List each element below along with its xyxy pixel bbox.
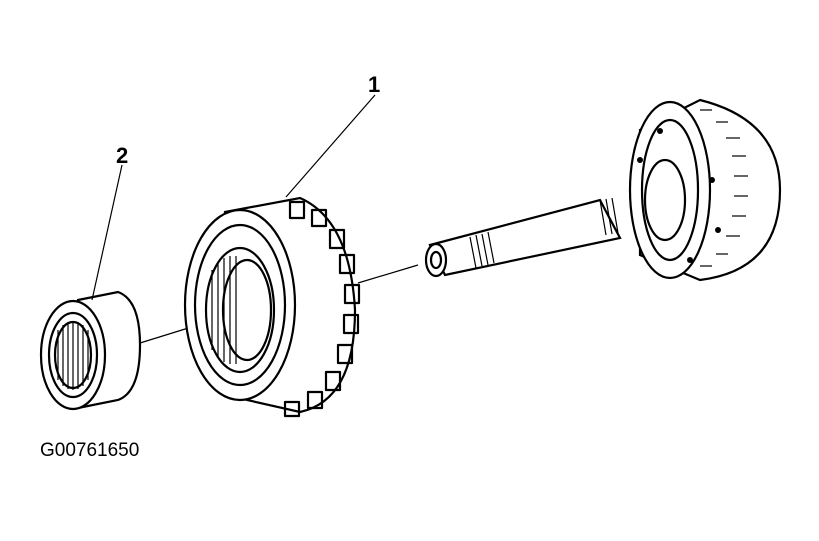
leader-line-1 [285, 94, 376, 198]
figure-code: G00761650 [40, 440, 140, 461]
output-shaft-drum [424, 98, 782, 282]
callout-1: 1 [368, 72, 381, 97]
gear-part-1 [183, 196, 361, 418]
leader-line-2 [91, 164, 123, 301]
bearing-part-2 [39, 290, 142, 411]
assembly-axis-line-2 [357, 264, 419, 284]
callout-2: 2 [116, 143, 129, 168]
